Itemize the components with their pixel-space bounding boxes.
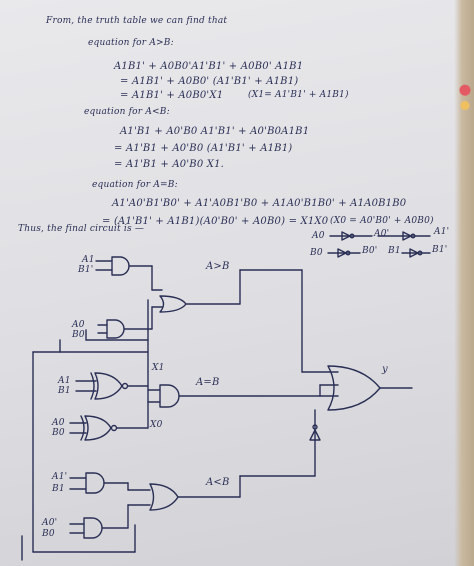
legend-a0-label: A0 <box>312 231 325 241</box>
eq-lt-line-1: A1'B1 + A0'B0 A1'B1' + A0'B0A1B1 <box>120 126 310 137</box>
eq-gt-x1-def: (X1= A1'B1' + A1B1) <box>248 90 349 100</box>
eq-eq-x0-def: (X0 = A0'B0' + A0B0) <box>330 216 434 226</box>
legend-b1-label: B1 <box>388 246 401 256</box>
xnor-a1-label: A1 <box>58 376 71 386</box>
legend-a1p-label: A1' <box>434 227 450 237</box>
page-edge <box>454 0 474 566</box>
eq-gt-title: equation for A>B: <box>88 38 174 48</box>
legend-b0p-label: B0' <box>362 246 378 256</box>
and-gate-a1p-b1 <box>69 472 105 494</box>
input-b1-label: B1 <box>52 484 65 494</box>
and-gate-eq <box>159 384 180 408</box>
output-lt-label: A<B <box>206 477 230 488</box>
legend-a0p-label: A0' <box>374 229 390 239</box>
and-gate-a1-b1p <box>95 256 130 276</box>
xnor-b1-label: B1 <box>58 386 71 396</box>
input-a1-label: A1 <box>82 255 95 265</box>
eq-lt-title: equation for A<B: <box>84 107 170 117</box>
or-gate-lt <box>149 483 179 511</box>
input-b0p-label: B0' <box>72 330 88 340</box>
xnor-b0-label: B0 <box>52 428 65 438</box>
input-a0p-label: A0' <box>42 518 58 528</box>
input-a1p-label: A1' <box>52 472 68 482</box>
output-gt-label: A>B <box>206 261 230 272</box>
legend-inverter-a0 <box>329 231 431 241</box>
legend-b1p-label: B1' <box>432 245 448 255</box>
input-b1p-label: B1' <box>78 265 94 275</box>
output-eq-label: A=B <box>196 377 220 388</box>
xnor-a0-label: A0 <box>52 418 65 428</box>
eq-lt-line-2: = A1'B1 + A0'B0 (A1'B1' + A1B1) <box>114 143 293 154</box>
input-b0-label: B0 <box>42 529 55 539</box>
eq-eq-line-2: = (A1'B1' + A1B1)(A0'B0' + A0B0) = X1X0 <box>102 216 329 227</box>
background-flower <box>458 80 472 114</box>
or-gate-gt <box>159 295 187 313</box>
or-gate-output <box>327 365 381 411</box>
eq-eq-line-1: A1'A0'B1'B0' + A1'A0B1'B0 + A1A0'B1B0' +… <box>112 198 407 209</box>
eq-gt-line-3: = A1B1' + A0B0'X1 <box>120 90 224 101</box>
xnor-gate-a1-b1 <box>75 372 129 400</box>
xnor-gate-a0-b0 <box>69 415 118 441</box>
inverter-lt <box>309 424 321 441</box>
eq-lt-line-3: = A1'B1 + A0'B0 X1. <box>114 159 225 170</box>
legend-inverter-b0 <box>327 248 431 258</box>
input-a0-label: A0 <box>72 320 85 330</box>
output-y-label: y <box>382 364 388 375</box>
intro-line: From, the truth table we can find that <box>46 16 228 26</box>
eq-eq-title: equation for A=B: <box>92 180 178 190</box>
x1-label: X1 <box>152 363 165 373</box>
legend-b0-label: B0 <box>310 248 323 258</box>
and-gate-a0p-b0 <box>69 517 103 539</box>
eq-gt-line-2: = A1B1' + A0B0' (A1'B1' + A1B1) <box>120 76 299 87</box>
x0-label: X0 <box>150 420 163 430</box>
and-gate-a0-b0p <box>97 319 125 339</box>
final-circuit-caption: Thus, the final circuit is — <box>18 224 145 234</box>
eq-gt-line-1: A1B1' + A0B0'A1'B1' + A0B0' A1B1 <box>114 61 304 72</box>
